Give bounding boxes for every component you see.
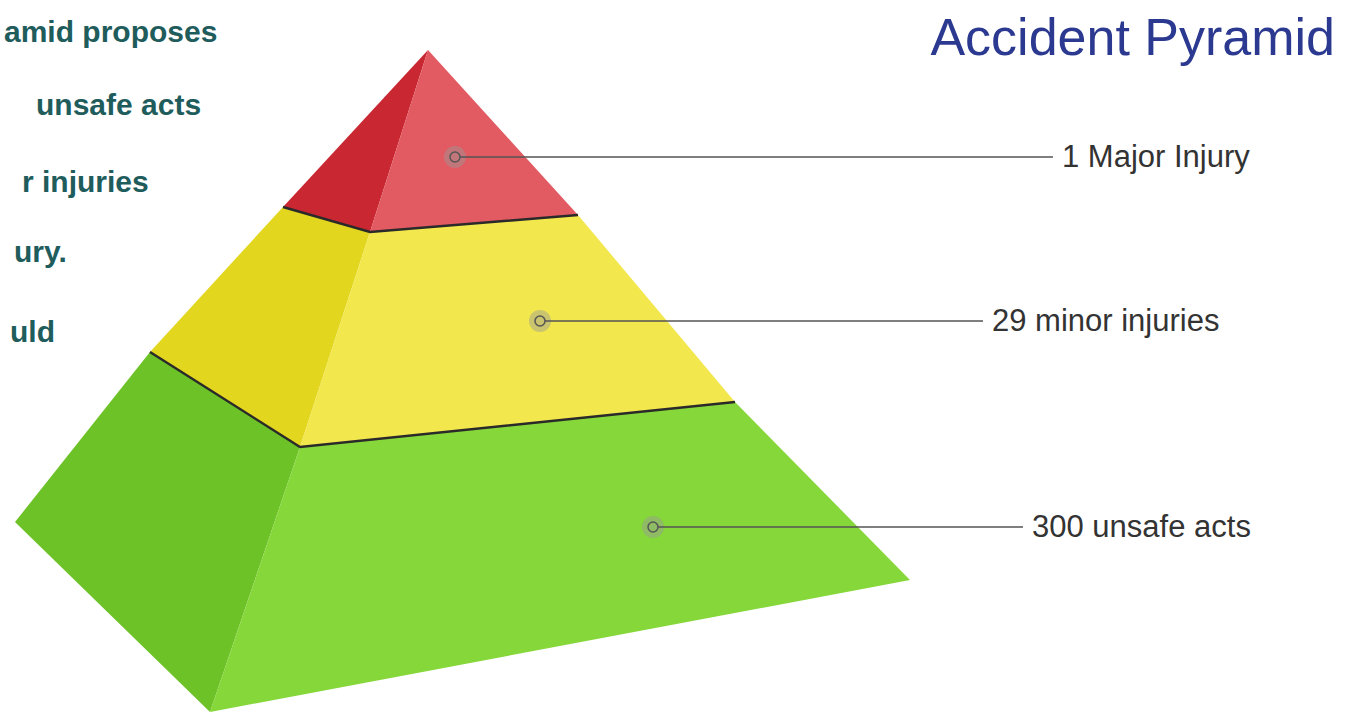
cut-off-text: ury.	[14, 235, 67, 270]
marker-dot	[535, 316, 545, 326]
cut-off-text: amid proposes	[4, 15, 217, 50]
red-front-face	[370, 50, 578, 232]
marker-dot	[648, 522, 658, 532]
cut-off-text: uld	[10, 315, 55, 350]
cut-off-text: r injuries	[22, 165, 149, 200]
green-front-face	[210, 402, 910, 712]
leader-line	[658, 526, 1023, 528]
diagram-title: Accident Pyramid	[930, 8, 1335, 68]
level-label: 29 minor injuries	[990, 303, 1221, 339]
cut-off-text: unsafe acts	[36, 88, 201, 123]
marker-dot	[450, 152, 460, 162]
yellow-front-face	[300, 215, 735, 447]
level-label: 300 unsafe acts	[1030, 509, 1253, 545]
leader-line	[460, 156, 1053, 158]
band-separator	[283, 207, 578, 232]
band-separator	[150, 352, 735, 447]
level-label: 1 Major Injury	[1060, 139, 1252, 175]
leader-line	[545, 320, 983, 322]
